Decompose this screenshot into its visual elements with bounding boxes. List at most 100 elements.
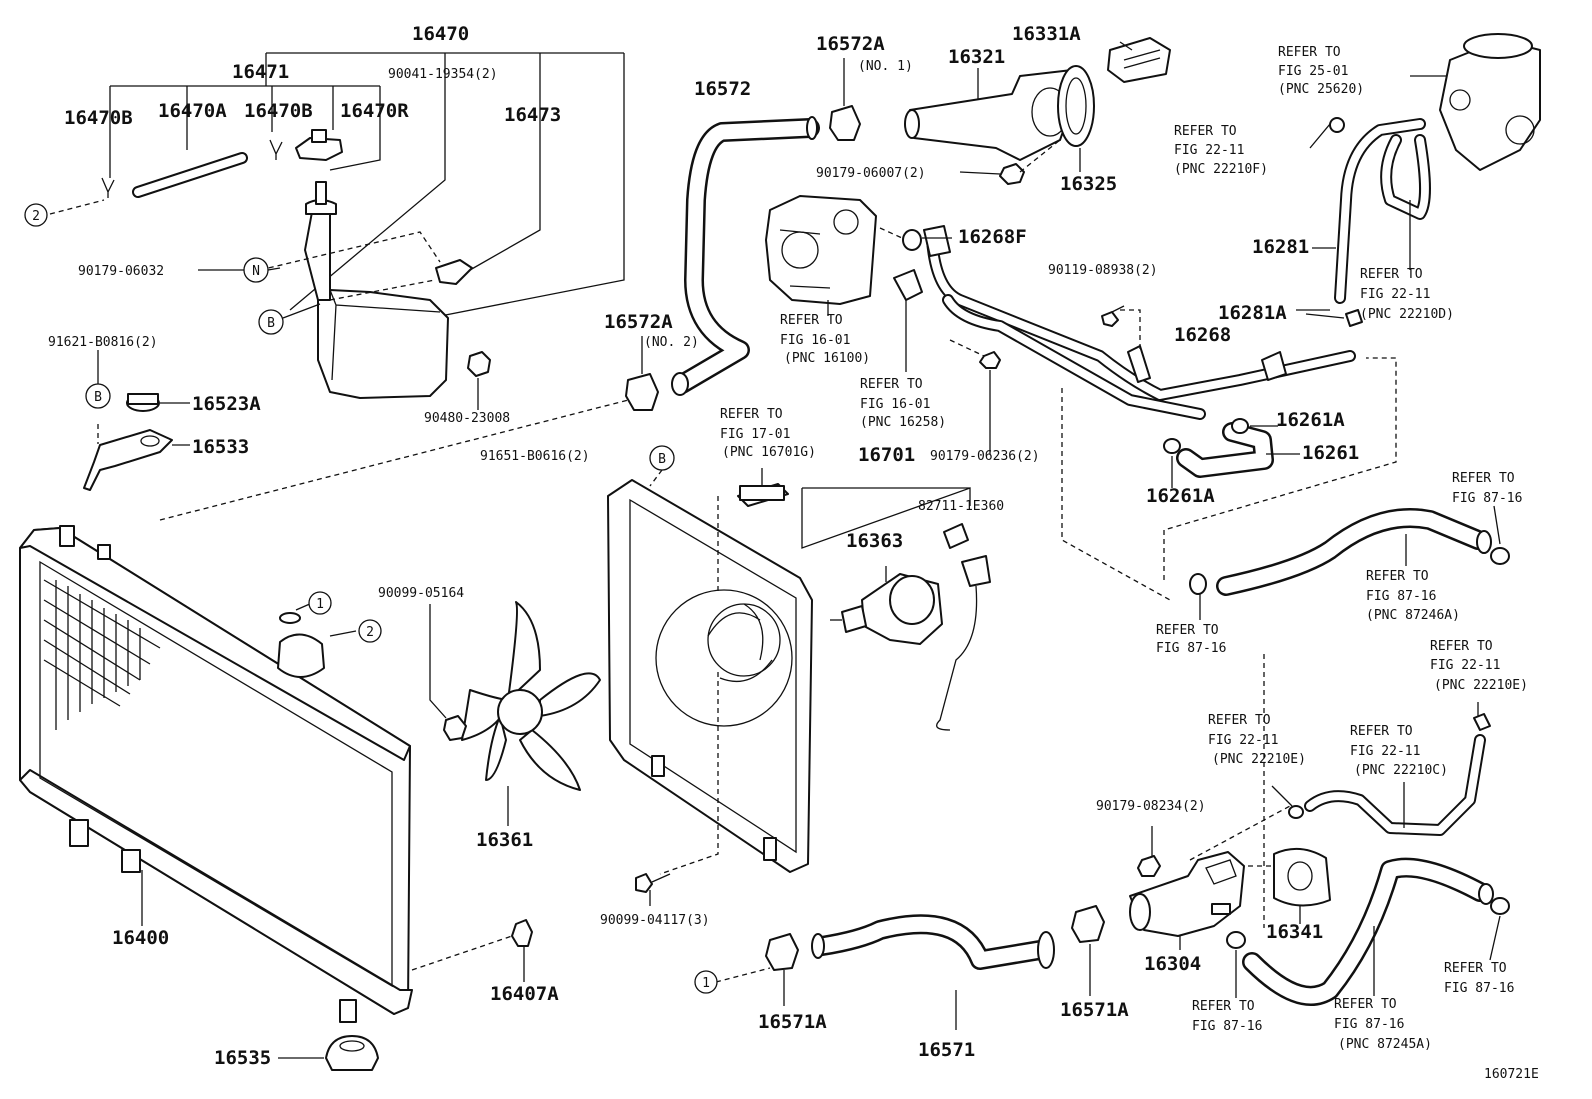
clip-22210E-left — [1288, 805, 1304, 819]
gasket-16258-ref — [893, 269, 923, 301]
callout-B-bracket-text: B — [94, 390, 102, 405]
ref-87246A-line1: REFER TO — [1366, 569, 1429, 584]
ref-87246A: REFER TO FIG 87-16 (PNC 87246A) — [1366, 569, 1460, 623]
ref-87246A-line3: (PNC 87246A) — [1366, 608, 1460, 623]
label-16361: 16361 — [476, 829, 533, 851]
label-16268F: 16268F — [958, 226, 1027, 248]
clamp-16281A — [1345, 309, 1363, 327]
label-16470A: 16470A — [158, 100, 227, 122]
callout-1-radiator: 1 — [308, 591, 332, 615]
callout-N: N — [243, 257, 269, 283]
ref-22210D-line2: FIG 22-11 — [1360, 287, 1430, 302]
label-90179-06007: 90179-06007(2) — [816, 166, 926, 181]
hose-16261 — [1176, 422, 1274, 478]
ref-16258-line3: (PNC 16258) — [860, 415, 946, 430]
fan-motor-16363 — [830, 573, 943, 645]
ref-16701G: REFER TO FIG 17-01 (PNC 16701G) — [720, 407, 816, 460]
label-16571: 16571 — [918, 1039, 975, 1061]
callout-2-radiator: 2 — [358, 619, 382, 643]
diagram-code: 160721E — [1484, 1067, 1539, 1082]
ref-16100-line2: FIG 16-01 — [780, 333, 850, 348]
gasket-16325 — [1057, 65, 1095, 147]
nut-90179-06236 — [979, 351, 1001, 369]
lower-hose-16571 — [811, 914, 1055, 970]
heater-hose-87245A — [1242, 857, 1494, 1006]
ref-87-16-br-line2: FIG 87-16 — [1444, 981, 1514, 996]
label-16321: 16321 — [948, 46, 1005, 68]
clamp-87-16-c — [1226, 931, 1246, 949]
clip-egr — [1329, 117, 1345, 133]
label-16331A: 16331A — [1012, 23, 1081, 45]
clip-16470B-left — [101, 177, 115, 198]
label-91621-B0816: 91621-B0816(2) — [48, 335, 158, 350]
ref-22210D: REFER TO FIG 22-11 (PNC 22210D) — [1360, 267, 1454, 322]
cushion-16535 — [325, 1035, 379, 1071]
callout-B-bracket: B — [85, 383, 111, 409]
label-16470R: 16470R — [340, 100, 409, 122]
label-90179-06032: 90179-06032 — [78, 264, 164, 279]
ref-22210C: REFER TO FIG 22-11 (PNC 22210C) — [1350, 724, 1448, 778]
ref-87-16-top-right: REFER TO FIG 87-16 — [1452, 471, 1522, 506]
gasket-16341 — [1273, 847, 1331, 907]
nut-90179-06007 — [999, 163, 1025, 185]
radiator-16400 — [19, 525, 413, 1023]
ref-22210F-line3: (PNC 22210F) — [1174, 162, 1268, 177]
callout-1-lower-hose-text: 1 — [702, 976, 710, 991]
label-16261A-right: 16261A — [1276, 409, 1345, 431]
label-16533: 16533 — [192, 436, 249, 458]
egr-valve-ref — [1439, 33, 1541, 171]
ref-87-16-mid: REFER TO FIG 87-16 — [1156, 623, 1226, 656]
callout-1-radiator-text: 1 — [316, 597, 324, 612]
bracket-16533 — [83, 429, 173, 491]
fan-shroud — [607, 479, 813, 873]
label-no2: (NO. 2) — [644, 335, 699, 350]
label-82711-1E360: 82711-1E360 — [918, 499, 1004, 514]
reservoir-leader-tree — [109, 52, 625, 321]
bolt-90099-04117 — [635, 873, 671, 893]
ref-16100: REFER TO FIG 16-01 (PNC 16100) — [780, 313, 870, 366]
ref-16100-line3: (PNC 16100) — [784, 351, 870, 366]
label-16470: 16470 — [412, 23, 469, 45]
label-16535: 16535 — [214, 1047, 271, 1069]
fan-16361 — [461, 601, 601, 791]
ref-fig25-line1: REFER TO — [1278, 45, 1341, 60]
label-16407A: 16407A — [490, 983, 559, 1005]
cap-16523A — [126, 393, 160, 412]
callout-2-left: 2 — [24, 203, 48, 227]
label-90179-08234: 90179-08234(2) — [1096, 799, 1206, 814]
label-16523A: 16523A — [192, 393, 261, 415]
reservoir-tank — [304, 181, 449, 399]
ref-fig25-line3: (PNC 25620) — [1278, 82, 1364, 97]
label-16572: 16572 — [694, 78, 751, 100]
label-tag-16701G — [739, 485, 785, 501]
label-90041-19354: 90041-19354(2) — [388, 67, 498, 82]
label-16261A-left: 16261A — [1146, 485, 1215, 507]
label-16572A-top: 16572A — [816, 33, 885, 55]
ref-16701G-line3: (PNC 16701G) — [722, 445, 816, 460]
ref-87245A: REFER TO FIG 87-16 (PNC 87245A) — [1334, 997, 1432, 1052]
ref-22210E-left: REFER TO FIG 22-11 (PNC 22210E) — [1208, 713, 1306, 767]
label-16400: 16400 — [112, 927, 169, 949]
ref-87245A-line2: FIG 87-16 — [1334, 1017, 1404, 1032]
reservoir-hose-16470A — [132, 152, 248, 198]
bracket-16473 — [435, 259, 473, 285]
clamp-87-16-d — [1490, 897, 1510, 915]
hose-22210C — [1304, 734, 1486, 836]
nut-90099-05164 — [443, 715, 467, 741]
ref-22210C-line2: FIG 22-11 — [1350, 744, 1420, 759]
ref-16701G-line1: REFER TO — [720, 407, 783, 422]
ref-fig25-01: REFER TO FIG 25-01 (PNC 25620) — [1278, 45, 1364, 97]
label-16268: 16268 — [1174, 324, 1231, 346]
ref-16258-line1: REFER TO — [860, 377, 923, 392]
label-90119-08938: 90119-08938(2) — [1048, 263, 1158, 278]
ref-87245A-line1: REFER TO — [1334, 997, 1397, 1012]
connector-82711 — [936, 523, 991, 731]
water-outlet-16304 — [1129, 851, 1245, 937]
label-16473: 16473 — [504, 104, 561, 126]
label-16701: 16701 — [858, 444, 915, 466]
ref-87-16-br-line1: REFER TO — [1444, 961, 1507, 976]
callout-2-radiator-text: 2 — [366, 625, 374, 640]
clamp-16571A-right — [1071, 905, 1105, 943]
